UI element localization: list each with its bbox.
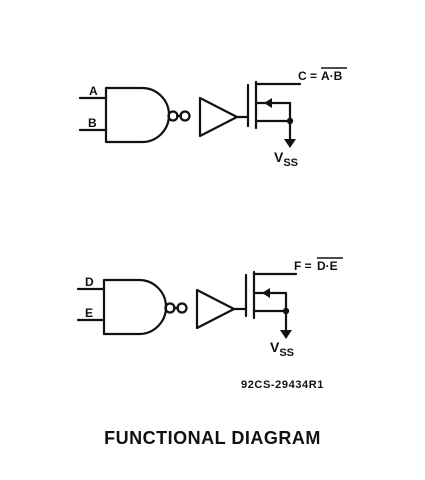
vss-arrow-1 xyxy=(284,139,296,148)
output-c-overbar-text: A·B xyxy=(321,69,343,83)
body-arrow-1 xyxy=(264,98,272,108)
body-arrow-2 xyxy=(262,288,270,298)
output-f-overbar-text: D·E xyxy=(317,259,338,273)
circuit-1 xyxy=(78,80,302,144)
vss-label-2: VSS xyxy=(270,339,294,359)
input-b-label: B xyxy=(88,116,97,130)
input-e-label: E xyxy=(85,306,93,320)
junction-dot-1 xyxy=(286,117,294,125)
junction-dot-2 xyxy=(282,307,290,315)
vss-label-1: VSS xyxy=(274,149,298,169)
inverter-2 xyxy=(195,288,236,330)
nand-gate-2 xyxy=(102,278,168,336)
inverter-input-bubble-2 xyxy=(176,302,188,314)
inverter-1 xyxy=(198,96,239,138)
input-d-label: D xyxy=(85,275,94,289)
circuit-2 xyxy=(76,270,298,336)
diagram-caption: FUNCTIONAL DIAGRAM xyxy=(104,428,321,448)
input-a-label: A xyxy=(89,84,98,98)
output-f-prefix: F = xyxy=(294,259,312,273)
output-c-prefix: C = xyxy=(298,69,317,83)
part-code: 92CS-29434R1 xyxy=(241,379,324,391)
inverter-input-bubble-1 xyxy=(179,110,191,122)
vss-arrow-2 xyxy=(280,330,292,339)
nand-gate-1 xyxy=(104,86,171,144)
